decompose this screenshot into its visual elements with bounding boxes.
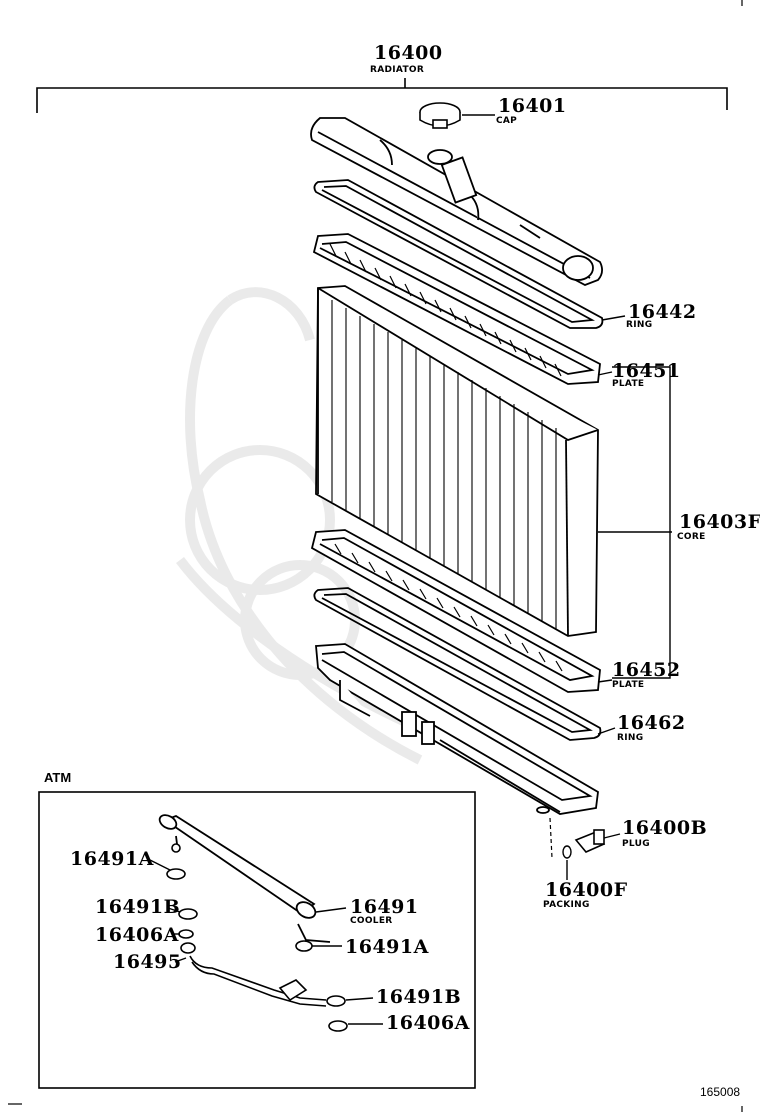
- lower-ring: [313, 587, 602, 741]
- leader-cooler: [315, 907, 347, 913]
- hose-number: 16495: [113, 951, 182, 973]
- atm-leaders: [149, 859, 383, 1025]
- packing-number: 16400F: [545, 879, 628, 901]
- gasket-a-right-number: 16406A: [386, 1012, 470, 1034]
- ring-lower-number: 16462: [617, 712, 686, 734]
- lower-tank: [315, 643, 599, 815]
- plate-upper-name: PLATE: [612, 379, 645, 389]
- core-bracket: [612, 366, 671, 679]
- leader-plate-lower: [597, 679, 613, 683]
- leader-plug: [603, 833, 621, 839]
- washer-b-right-number: 16491B: [376, 986, 462, 1008]
- lower-plate-slots: [334, 543, 563, 672]
- core-name: CORE: [677, 532, 706, 542]
- washer-a-left-number: 16491A: [70, 848, 154, 870]
- plate-upper-number: 16451: [612, 360, 681, 382]
- cooler-name: COOLER: [350, 916, 393, 926]
- packing-dash: [549, 817, 553, 859]
- radiator-name: RADIATOR: [370, 65, 425, 75]
- packing-name: PACKING: [543, 900, 590, 910]
- washer-b-left-number: 16491B: [95, 896, 181, 918]
- gasket-a-left-number: 16406A: [95, 924, 179, 946]
- leader-plate-upper: [597, 371, 613, 376]
- leader-ring-upper: [601, 315, 626, 321]
- ring-upper-number: 16442: [628, 301, 697, 323]
- cooler-number: 16491: [350, 896, 419, 918]
- leader-ring-lower: [597, 727, 616, 735]
- upper-plate: [312, 233, 601, 385]
- core-fins: [331, 300, 557, 630]
- atm-washers: [166, 843, 348, 1032]
- core-number: 16403F: [679, 511, 760, 533]
- cap-number: 16401: [498, 95, 567, 117]
- cooler-pipe: [189, 955, 327, 1007]
- figure-number: 165008: [700, 1085, 741, 1099]
- ring-upper-name: RING: [626, 320, 653, 330]
- drain-plug: [574, 829, 606, 853]
- radiator-cap: [419, 102, 461, 129]
- radiator-bracket: [36, 78, 728, 113]
- edge-marks: [8, 0, 743, 1112]
- plug-number: 16400B: [622, 817, 708, 839]
- atm-section-label: ATM: [44, 770, 72, 785]
- upper-tank: [310, 117, 603, 286]
- plug-name: PLUG: [622, 839, 650, 849]
- plate-lower-name: PLATE: [612, 680, 645, 690]
- radiator-number: 16400: [374, 42, 443, 64]
- washer-a-right-number: 16491A: [345, 936, 429, 958]
- ring-lower-name: RING: [617, 733, 644, 743]
- atm-box: [38, 791, 476, 1089]
- cap-name: CAP: [496, 116, 518, 126]
- drain-packing: [562, 845, 572, 859]
- plate-lower-number: 16452: [612, 659, 681, 681]
- upper-plate-slots: [329, 243, 562, 377]
